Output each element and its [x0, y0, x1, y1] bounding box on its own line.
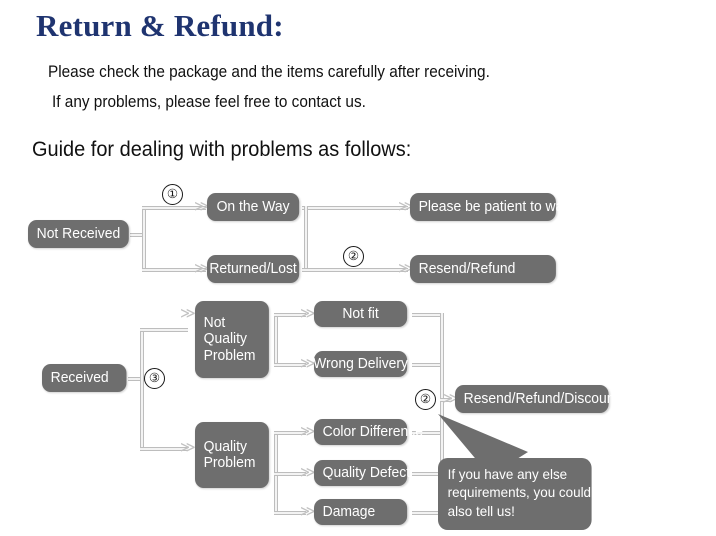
arrow-to-wrong-delivery: ≫: [300, 354, 316, 372]
connector-quality-defect-out: [412, 472, 444, 476]
node-resend-refund-discount[interactable]: Resend/Refund/Discount: [455, 385, 618, 413]
arrow-to-resend-refund-discount: ≫: [443, 389, 459, 407]
arrow-to-not-quality-problem: ≫: [180, 304, 196, 322]
marker-two-top: ②: [343, 246, 364, 267]
arrow-to-resend-refund: ≫: [398, 259, 414, 277]
arrow-to-quality-defect: ≫: [300, 463, 316, 481]
connector-color-difference-out: [412, 431, 444, 435]
node-quality-problem-line1: Quality: [203, 438, 247, 455]
connector-to-damage: [274, 511, 306, 515]
connector-not-received-out: [130, 233, 146, 237]
guide-heading: Guide for dealing with problems as follo…: [32, 138, 412, 161]
node-received-label: Received: [50, 369, 109, 386]
connector-wrong-delivery-out: [412, 363, 444, 367]
node-returned-lost-label: Returned/Lost: [209, 260, 297, 277]
node-damage[interactable]: Damage: [314, 499, 408, 525]
connector-to-returned-lost: [142, 268, 206, 272]
node-wrong-delivery-label: Wrong Delivery: [313, 355, 409, 372]
node-wrong-delivery[interactable]: Wrong Delivery: [313, 351, 409, 377]
node-color-difference-label: Color Difference: [322, 423, 423, 440]
node-quality-problem[interactable]: Quality Problem: [195, 422, 269, 488]
node-not-fit[interactable]: Not fit: [314, 301, 408, 327]
node-on-the-way-label: On the Way: [216, 198, 290, 215]
node-resend-refund-discount-label: Resend/Refund/Discount: [463, 390, 619, 407]
node-not-fit-label: Not fit: [342, 305, 379, 322]
connector-not-quality-bus: [274, 313, 278, 367]
connector-not-fit-out: [412, 313, 444, 317]
marker-two-bottom: ②: [415, 389, 436, 410]
instruction-line-2: If any problems, please feel free to con…: [52, 93, 366, 111]
arrow-to-color-difference: ≫: [300, 422, 316, 440]
connector-quality-bus: [274, 431, 278, 511]
connector-not-received-bus: [142, 206, 146, 272]
node-please-be-patient[interactable]: Please be patient to wait: [410, 193, 570, 221]
speech-bubble-line2: requirements, you could: [447, 484, 592, 501]
arrow-to-please-wait: ≫: [398, 197, 414, 215]
marker-one: ①: [162, 184, 183, 205]
connector-returned-lost-out: [302, 268, 408, 272]
arrow-to-returned-lost: ≫: [194, 259, 210, 277]
connector-to-not-fit: [274, 313, 306, 317]
connector-to-resend-refund-discount: [440, 398, 452, 402]
node-not-received-label: Not Received: [36, 225, 121, 242]
arrow-to-damage: ≫: [300, 502, 316, 520]
marker-three: ③: [144, 368, 165, 389]
node-color-difference[interactable]: Color Difference: [314, 419, 423, 445]
connector-to-not-quality: [140, 328, 188, 332]
connector-on-the-way-out: [302, 206, 408, 210]
node-resend-refund[interactable]: Resend/Refund: [410, 255, 556, 283]
connector-top-right-bus: [304, 206, 308, 272]
arrow-to-on-the-way: ≫: [194, 197, 210, 215]
node-not-quality-problem-line2: Quality: [203, 331, 247, 348]
arrow-to-not-fit: ≫: [300, 304, 316, 322]
node-returned-lost[interactable]: Returned/Lost: [207, 255, 300, 283]
node-not-quality-problem-line1: Not: [203, 315, 226, 332]
speech-bubble-line3: also tell us!: [447, 502, 515, 519]
connector-received-out: [128, 377, 144, 381]
node-please-be-patient-label: Please be patient to wait: [418, 198, 571, 215]
node-quality-problem-line2: Problem: [203, 455, 256, 471]
page-title: Return & Refund:: [36, 8, 284, 43]
arrow-to-quality-problem: ≫: [180, 438, 196, 456]
node-received[interactable]: Received: [42, 364, 127, 392]
connector-to-quality: [140, 447, 188, 451]
node-quality-defect[interactable]: Quality Defect: [314, 460, 411, 486]
node-damage-label: Damage: [322, 503, 376, 520]
connector-damage-out: [412, 511, 444, 515]
speech-bubble: If you have any else requirements, you c…: [438, 458, 592, 530]
speech-bubble-line1: If you have any else: [447, 466, 568, 482]
connector-to-quality-defect: [274, 472, 306, 476]
instruction-line-1: Please check the package and the items c…: [48, 63, 490, 81]
connector-to-color-difference: [274, 431, 306, 435]
node-not-quality-problem-line3: Problem: [203, 347, 256, 364]
node-not-quality-problem[interactable]: Not Quality Problem: [195, 301, 269, 378]
connector-to-on-the-way: [142, 206, 206, 210]
node-on-the-way[interactable]: On the Way: [207, 193, 300, 221]
connector-to-wrong-delivery: [274, 363, 306, 367]
node-not-received[interactable]: Not Received: [28, 220, 129, 248]
connector-received-bus: [140, 328, 144, 451]
node-resend-refund-label: Resend/Refund: [418, 260, 516, 277]
node-quality-defect-label: Quality Defect: [322, 464, 411, 481]
connector-right-collector-bus: [440, 313, 444, 515]
